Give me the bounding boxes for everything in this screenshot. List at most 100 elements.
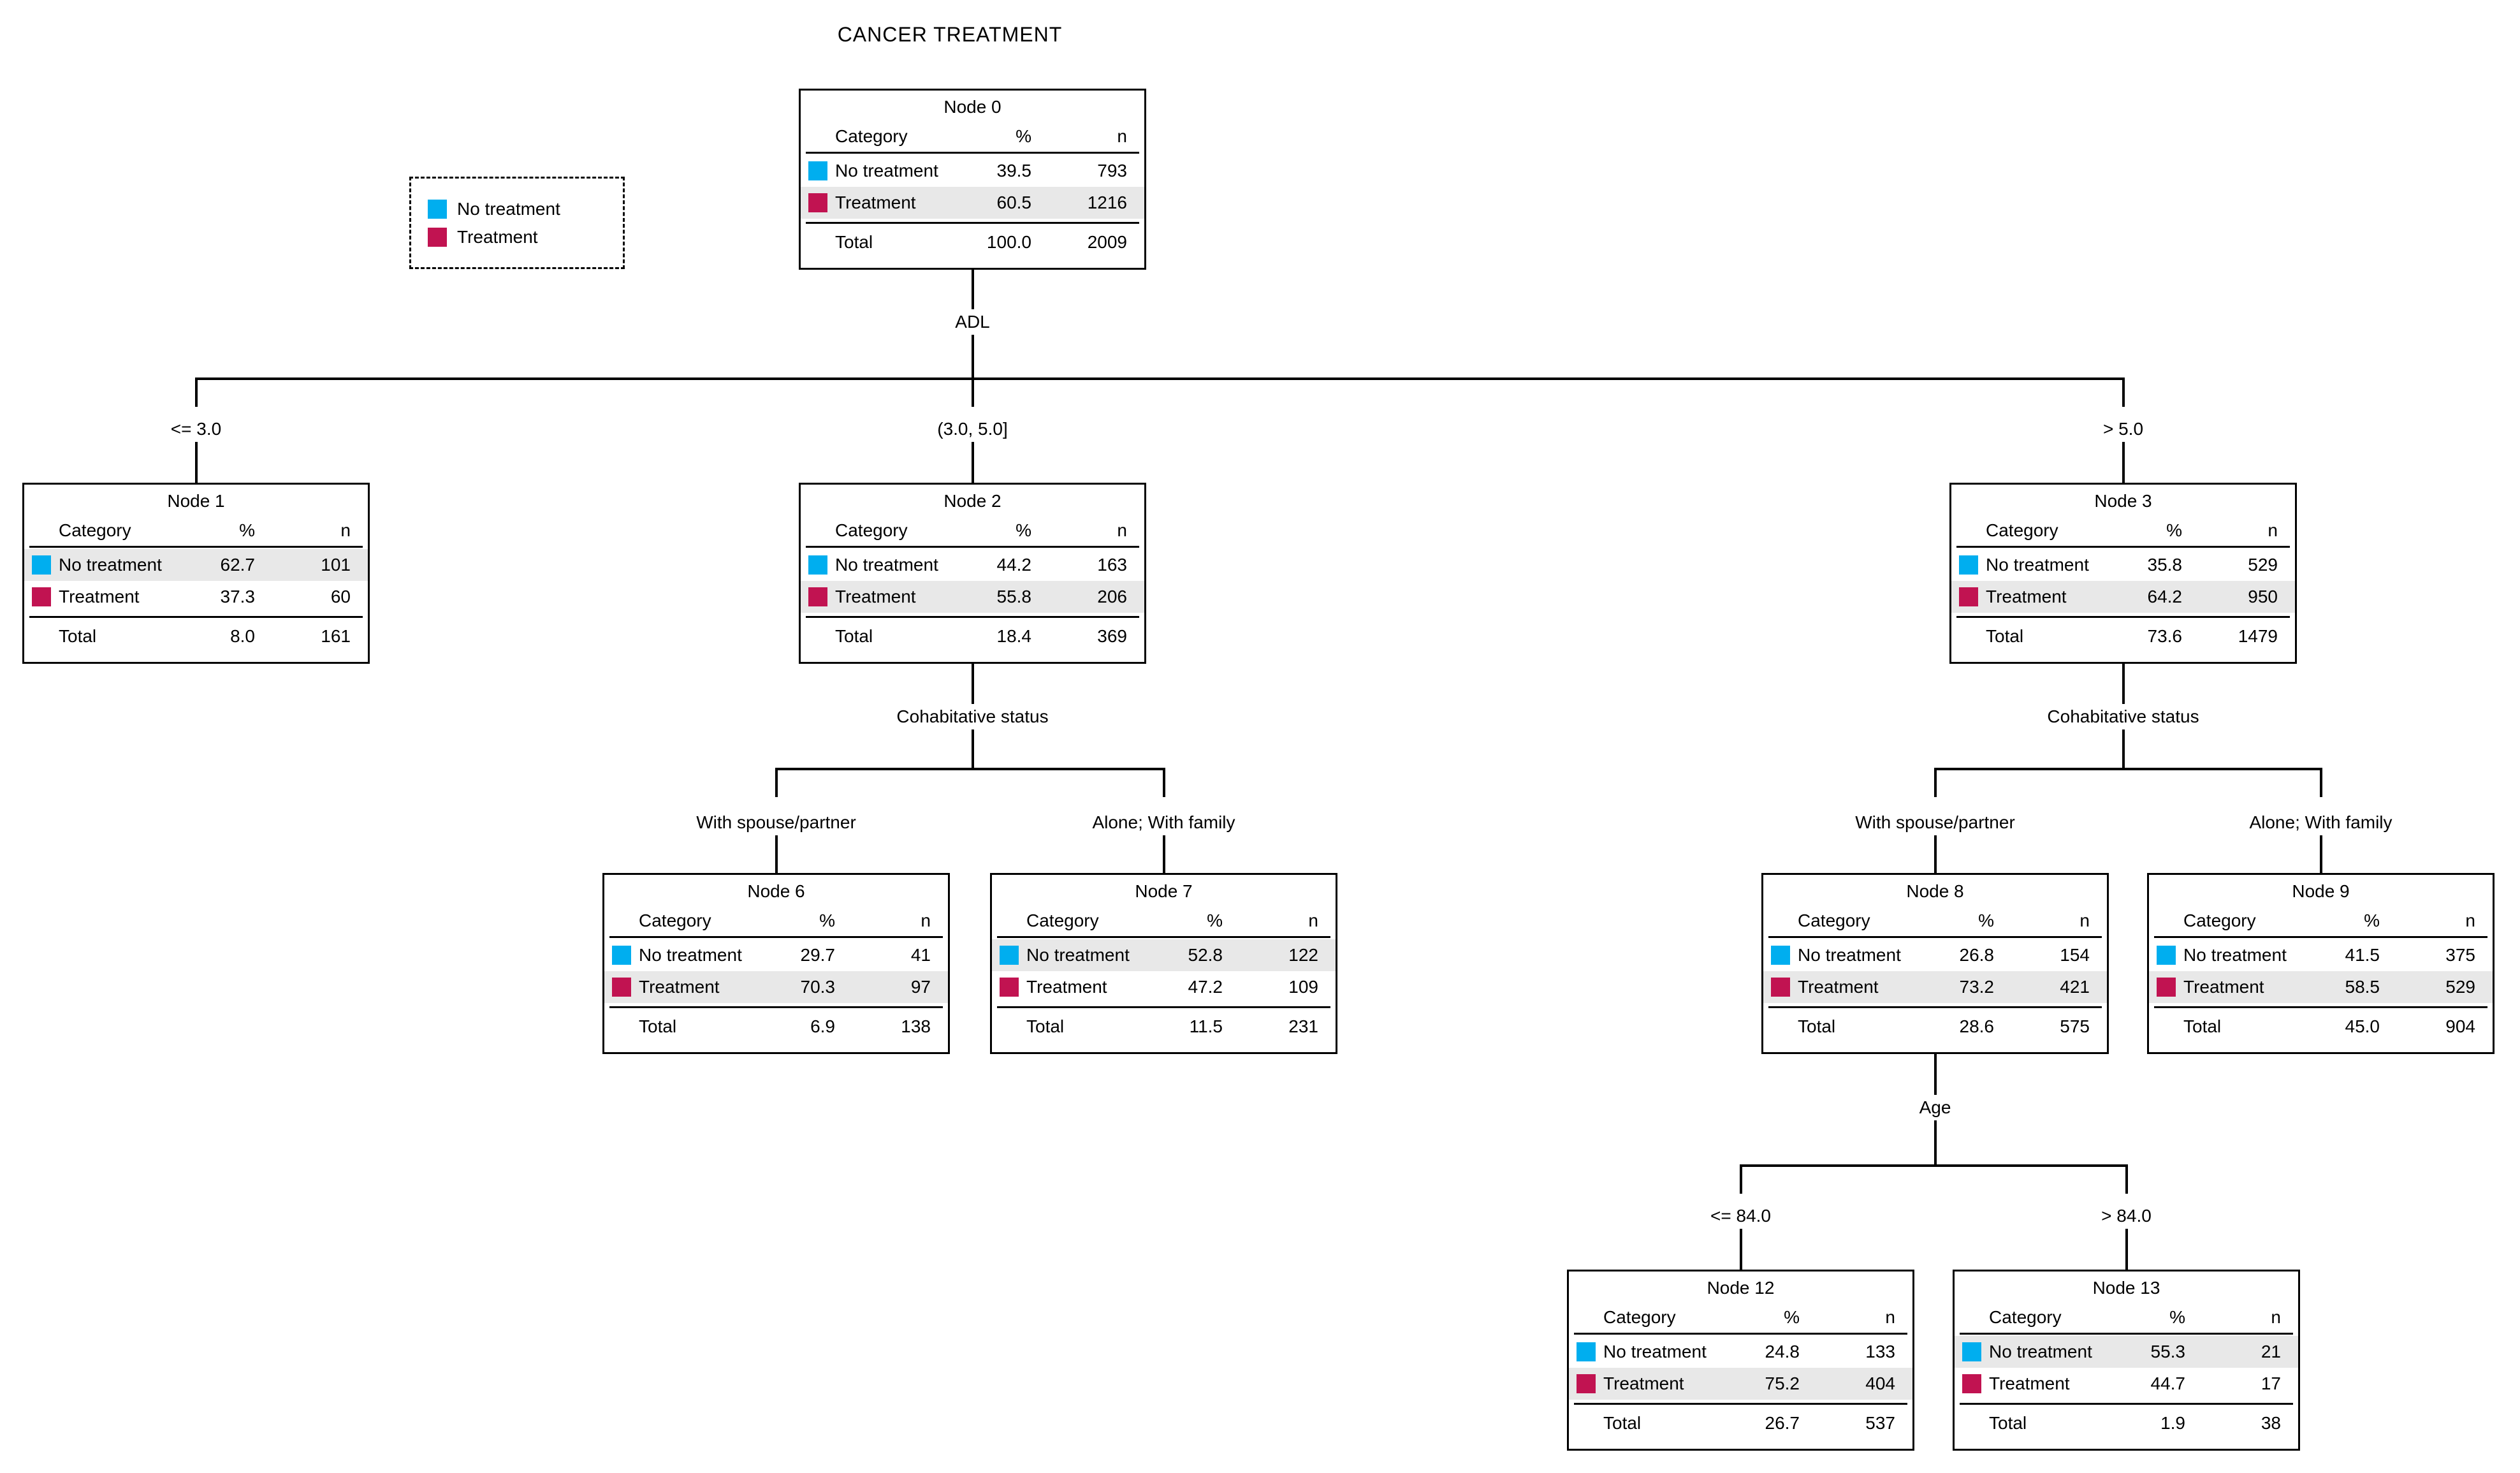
category-n: 163 <box>1097 555 1127 575</box>
category-swatch-icon <box>1577 1342 1596 1361</box>
header-rule <box>1956 546 2290 548</box>
header-rule <box>609 936 943 938</box>
header-percent: % <box>819 911 835 930</box>
connector-line <box>971 269 974 309</box>
header-category: Category <box>2183 911 2256 930</box>
category-swatch-icon <box>808 161 827 180</box>
category-n: 109 <box>1288 977 1318 997</box>
header-n: n <box>1308 911 1318 930</box>
tree-node-node7[interactable]: Node 7 Category % n No treatment 52.8 12… <box>990 873 1337 1054</box>
connector-line <box>2122 380 2125 407</box>
category-label: Treatment <box>1603 1374 1684 1393</box>
category-n: 793 <box>1097 161 1127 180</box>
tree-node-node3[interactable]: Node 3 Category % n No treatment 35.8 52… <box>1949 483 2297 664</box>
header-percent: % <box>1978 911 1994 930</box>
category-row: No treatment 29.7 41 <box>604 939 948 971</box>
total-row: Total 26.7 537 <box>1569 1407 1912 1439</box>
total-label: Total <box>1798 1016 1836 1036</box>
category-swatch-icon <box>612 978 631 997</box>
category-row: No treatment 44.2 163 <box>801 549 1144 581</box>
tree-node-node1[interactable]: Node 1 Category % n No treatment 62.7 10… <box>22 483 370 664</box>
header-category: Category <box>1986 520 2058 540</box>
category-swatch-icon <box>1577 1374 1596 1393</box>
category-row: Treatment 44.7 17 <box>1955 1368 2298 1400</box>
total-rule <box>997 1006 1330 1008</box>
tree-node-node0[interactable]: Node 0 Category % n No treatment 39.5 79… <box>799 89 1146 270</box>
connector-line <box>1934 770 1937 797</box>
total-percent: 8.0 <box>230 626 255 646</box>
category-n: 154 <box>2060 945 2090 965</box>
split-variable-label: Cohabitative status <box>891 705 1054 728</box>
header-n: n <box>1885 1307 1895 1327</box>
total-label: Total <box>1026 1016 1065 1036</box>
total-label: Total <box>835 232 873 252</box>
category-label: Treatment <box>639 977 720 997</box>
connector-line <box>971 663 974 704</box>
diagram-title: CANCER TREATMENT <box>837 23 1063 46</box>
connector-line <box>194 377 2125 380</box>
header-n: n <box>340 520 351 540</box>
legend-item-treatment: Treatment <box>428 227 623 247</box>
total-label: Total <box>639 1016 677 1036</box>
connector-line <box>1162 835 1165 875</box>
category-swatch-icon <box>808 587 827 606</box>
category-swatch-icon <box>1771 978 1790 997</box>
total-percent: 1.9 <box>2160 1413 2185 1433</box>
connector-line <box>2122 729 2125 770</box>
tree-node-node8[interactable]: Node 8 Category % n No treatment 26.8 15… <box>1761 873 2109 1054</box>
category-swatch-icon <box>1959 555 1978 575</box>
category-percent: 29.7 <box>800 945 836 965</box>
connector-line <box>971 729 974 770</box>
total-rule <box>609 1006 943 1008</box>
connector-line <box>971 380 974 407</box>
tree-node-node2[interactable]: Node 2 Category % n No treatment 44.2 16… <box>799 483 1146 664</box>
category-row: Treatment 58.5 529 <box>2149 971 2493 1003</box>
header-percent: % <box>2166 520 2182 540</box>
tree-node-node12[interactable]: Node 12 Category % n No treatment 24.8 1… <box>1567 1270 1914 1451</box>
category-n: 41 <box>910 945 931 965</box>
node-table-header: Category % n <box>1763 907 2107 935</box>
header-category: Category <box>835 126 908 146</box>
category-label: No treatment <box>835 555 938 575</box>
total-row: Total 100.0 2009 <box>801 226 1144 258</box>
total-percent: 28.6 <box>1959 1016 1995 1036</box>
category-label: No treatment <box>1026 945 1130 965</box>
tree-node-node9[interactable]: Node 9 Category % n No treatment 41.5 37… <box>2147 873 2495 1054</box>
node-table-header: Category % n <box>801 517 1144 545</box>
total-rule <box>1960 1403 2293 1405</box>
header-n: n <box>2465 911 2475 930</box>
node-table-header: Category % n <box>1955 1303 2298 1331</box>
total-label: Total <box>835 626 873 646</box>
node-title: Node 7 <box>1135 881 1193 901</box>
category-row: Treatment 55.8 206 <box>801 581 1144 613</box>
category-label: Treatment <box>2183 977 2264 997</box>
tree-node-node6[interactable]: Node 6 Category % n No treatment 29.7 41… <box>602 873 950 1054</box>
category-n: 206 <box>1097 587 1127 606</box>
category-n: 122 <box>1288 945 1318 965</box>
category-percent: 35.8 <box>2147 555 2183 575</box>
category-percent: 64.2 <box>2147 587 2183 606</box>
header-category: Category <box>1026 911 1099 930</box>
total-percent: 26.7 <box>1765 1413 1800 1433</box>
category-label: Treatment <box>835 193 916 212</box>
node-title: Node 3 <box>2094 491 2152 511</box>
category-label: No treatment <box>639 945 742 965</box>
category-label: No treatment <box>1798 945 1901 965</box>
category-label: No treatment <box>2183 945 2287 965</box>
header-rule <box>1768 936 2102 938</box>
total-n: 575 <box>2060 1016 2090 1036</box>
total-rule <box>2154 1006 2487 1008</box>
header-percent: % <box>1016 520 1031 540</box>
connector-line <box>1934 835 1937 875</box>
total-percent: 18.4 <box>996 626 1032 646</box>
connector-line <box>2122 442 2125 485</box>
total-row: Total 18.4 369 <box>801 620 1144 652</box>
total-rule <box>1956 616 2290 618</box>
total-n: 1479 <box>2238 626 2278 646</box>
tree-node-node13[interactable]: Node 13 Category % n No treatment 55.3 2… <box>1953 1270 2300 1451</box>
branch-value-label: <= 84.0 <box>1705 1205 1776 1228</box>
total-label: Total <box>1986 626 2024 646</box>
category-percent: 75.2 <box>1765 1374 1800 1393</box>
category-row: Treatment 73.2 421 <box>1763 971 2107 1003</box>
category-row: Treatment 60.5 1216 <box>801 187 1144 219</box>
